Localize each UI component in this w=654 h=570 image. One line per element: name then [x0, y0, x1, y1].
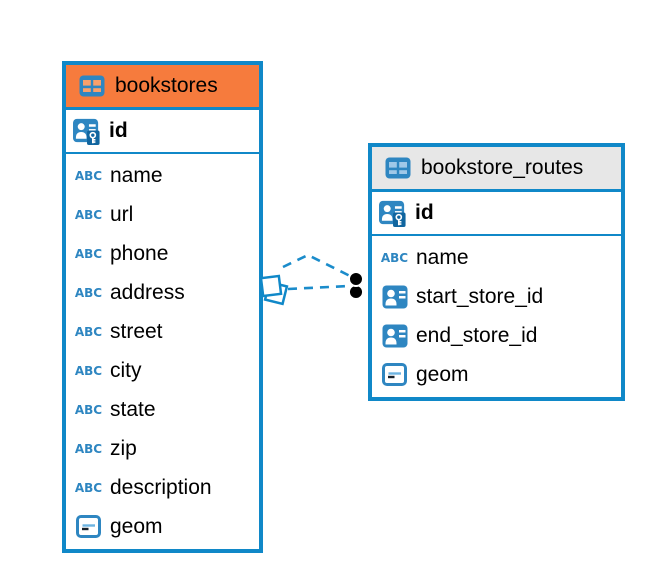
column-row-start_store_id[interactable]: start_store_id [372, 277, 621, 316]
text-column-icon: ABC [74, 480, 103, 495]
column-type-icon-slot: ABC [74, 326, 103, 338]
column-name: phone [110, 241, 169, 265]
primary-key-icon [73, 118, 100, 145]
column-row-name[interactable]: ABC name [66, 156, 259, 195]
column-row-phone[interactable]: ABC phone [66, 234, 259, 273]
primary-key-row-id[interactable]: id [372, 192, 621, 236]
column-row-geom[interactable]: geom [372, 355, 621, 394]
primary-key-icon-slot [379, 199, 408, 227]
table-header-bookstore-routes[interactable]: bookstore_routes [372, 147, 621, 192]
table-header-bookstores[interactable]: bookstores [66, 65, 259, 110]
column-row-description[interactable]: ABC description [66, 468, 259, 507]
column-name: address [110, 280, 185, 304]
table-title: bookstores [115, 74, 218, 97]
text-column-icon: ABC [74, 246, 103, 261]
column-type-icon-slot [380, 324, 409, 348]
column-name: start_store_id [416, 284, 544, 308]
column-row-end_store_id[interactable]: end_store_id [372, 316, 621, 355]
column-type-icon-slot [380, 363, 409, 386]
reference-column-icon [382, 324, 407, 347]
text-column-icon: ABC [74, 168, 103, 183]
column-name: zip [110, 436, 137, 460]
column-row-name[interactable]: ABC name [372, 238, 621, 277]
column-name: geom [110, 514, 163, 538]
table-icon-slot [383, 157, 412, 179]
column-name: city [110, 358, 142, 382]
table-icon [79, 75, 104, 97]
column-type-icon-slot [74, 515, 103, 538]
column-row-url[interactable]: ABC url [66, 195, 259, 234]
geometry-column-icon [382, 363, 407, 386]
column-type-icon-slot: ABC [74, 287, 103, 299]
column-type-icon-slot: ABC [74, 248, 103, 260]
text-column-icon: ABC [74, 324, 103, 339]
column-row-city[interactable]: ABC city [66, 351, 259, 390]
column-name: geom [416, 362, 469, 386]
column-type-icon-slot: ABC [74, 404, 103, 416]
column-name: street [110, 319, 163, 343]
text-column-icon: ABC [380, 250, 409, 265]
column-name: name [110, 163, 163, 187]
column-row-zip[interactable]: ABC zip [66, 429, 259, 468]
column-name: url [110, 202, 134, 226]
relationship-line-1[interactable] [282, 253, 351, 278]
column-name: state [110, 397, 156, 421]
column-type-icon-slot: ABC [74, 365, 103, 377]
text-column-icon: ABC [74, 285, 103, 300]
column-name: id [109, 119, 128, 142]
column-type-icon-slot: ABC [380, 252, 409, 264]
column-type-icon-slot: ABC [74, 443, 103, 455]
column-name: end_store_id [416, 323, 538, 347]
text-column-icon: ABC [74, 207, 103, 222]
column-name: id [415, 201, 434, 224]
reference-column-icon [382, 285, 407, 308]
column-type-icon-slot: ABC [74, 482, 103, 494]
column-row-address[interactable]: ABC address [66, 273, 259, 312]
geometry-column-icon [76, 515, 101, 538]
column-type-icon-slot: ABC [74, 209, 103, 221]
table-title: bookstore_routes [421, 156, 584, 179]
many-end-marker [259, 274, 289, 306]
relationship-line-2[interactable] [287, 284, 350, 291]
entity-table-bookstore-routes[interactable]: bookstore_routes id ABC name start_store_… [368, 143, 625, 401]
text-column-icon: ABC [74, 363, 103, 378]
primary-key-icon [379, 200, 406, 227]
column-list: ABC name start_store_id end_store_id geom [372, 236, 621, 397]
text-column-icon: ABC [74, 402, 103, 417]
primary-key-row-id[interactable]: id [66, 110, 259, 154]
table-icon [385, 157, 410, 179]
column-row-geom[interactable]: geom [66, 507, 259, 546]
column-name: name [416, 245, 469, 269]
column-name: description [110, 475, 212, 499]
one-end-marker [348, 271, 364, 300]
column-type-icon-slot: ABC [74, 170, 103, 182]
column-type-icon-slot [380, 285, 409, 309]
column-row-state[interactable]: ABC state [66, 390, 259, 429]
text-column-icon: ABC [74, 441, 103, 456]
primary-key-icon-slot [73, 117, 102, 145]
table-icon-slot [77, 75, 106, 97]
column-row-street[interactable]: ABC street [66, 312, 259, 351]
